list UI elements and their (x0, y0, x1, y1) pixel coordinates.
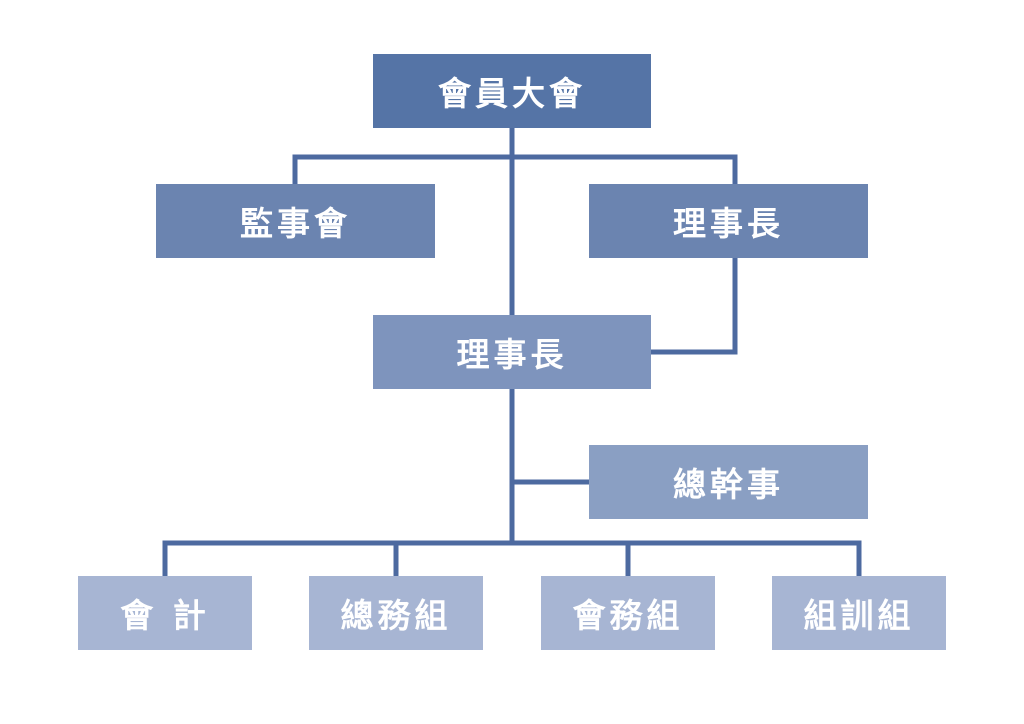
node-chairman-top: 理事長 (589, 184, 868, 258)
node-board-of-supervisors-label: 監事會 (240, 204, 351, 243)
node-membership-affairs: 會務組 (541, 576, 715, 650)
node-secretary-general: 總幹事 (589, 445, 868, 519)
node-chairman-middle-label: 理事長 (456, 335, 568, 374)
node-accounting-label: 會 計 (120, 596, 210, 635)
node-board-of-supervisors: 監事會 (156, 184, 435, 258)
node-membership-affairs-label: 會務組 (572, 596, 684, 635)
node-organization-training-label: 組訓組 (803, 596, 915, 635)
node-organization-training: 組訓組 (772, 576, 946, 650)
node-general-assembly: 會員大會 (373, 54, 651, 128)
node-secretary-general-label: 總幹事 (673, 465, 784, 504)
node-chairman-top-label: 理事長 (673, 204, 784, 243)
node-general-assembly-label: 會員大會 (438, 74, 586, 113)
node-general-affairs-label: 總務組 (340, 596, 452, 635)
node-general-affairs: 總務組 (309, 576, 483, 650)
node-accounting: 會 計 (78, 576, 252, 650)
node-chairman-middle: 理事長 (373, 315, 651, 389)
connector-chair-top-to-chair-mid (648, 255, 738, 355)
